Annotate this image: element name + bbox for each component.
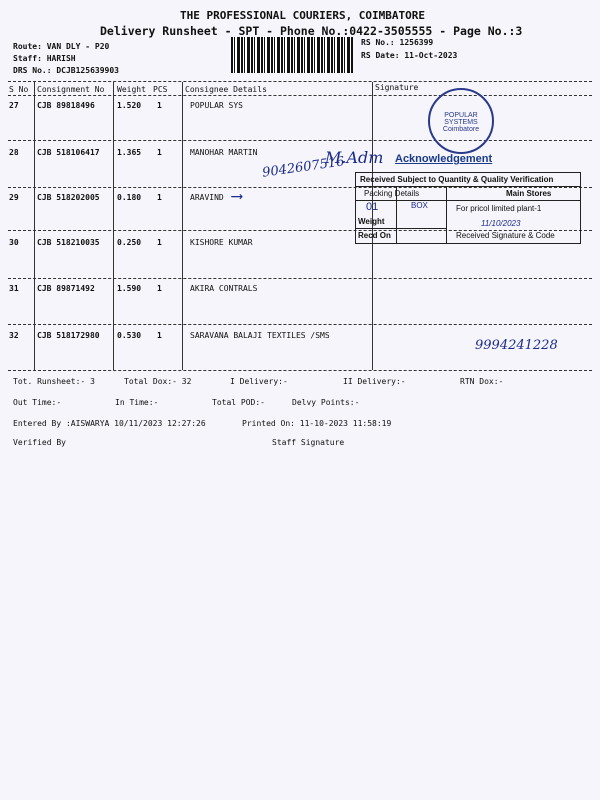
cell-sno: 31 xyxy=(9,284,19,293)
ii-delivery: II Delivery:- xyxy=(343,377,406,386)
cell-consignee: SARAVANA BALAJI TEXTILES /SMS xyxy=(190,331,330,340)
col-header: Consignment No xyxy=(37,85,105,94)
cell-weight: 1.365 xyxy=(117,148,142,157)
cell-cons: CJB 89871492 xyxy=(37,284,95,293)
total-dox: Total Dox:- 32 xyxy=(124,377,192,386)
delvy-points: Delvy Points:- xyxy=(292,398,360,407)
in-time: In Time:- xyxy=(115,398,159,407)
stamp-title: Acknowledgement xyxy=(395,153,493,165)
cell-pcs: 1 xyxy=(157,331,162,340)
cell-cons: CJB 518172980 xyxy=(37,331,100,340)
handwritten-name: M.Adm xyxy=(325,148,384,167)
out-time: Out Time:- xyxy=(13,398,62,407)
cell-consignee: POPULAR SYS xyxy=(190,101,243,110)
route: Route: VAN DLY - P20 xyxy=(13,42,110,51)
barcode xyxy=(231,37,353,73)
cell-pcs: 1 xyxy=(157,101,162,110)
cell-consignee: KISHORE KUMAR xyxy=(190,238,253,247)
runsheet-subtitle: Delivery Runsheet - SPT - Phone No.:0422… xyxy=(100,24,523,38)
cell-consignee: MANOHAR MARTIN xyxy=(190,148,258,157)
col-header: PCS xyxy=(153,85,168,94)
cell-pcs: 1 xyxy=(157,148,162,157)
cell-pcs: 1 xyxy=(157,193,162,202)
rtn-dox: RTN Dox:- xyxy=(460,377,504,386)
company-title: THE PROFESSIONAL COURIERS, COIMBATORE xyxy=(180,9,426,22)
tot-runsheet: Tot. Runsheet:- 3 xyxy=(13,377,95,386)
cell-sno: 32 xyxy=(9,331,19,340)
cell-cons: CJB 89818496 xyxy=(37,101,95,110)
i-delivery: I Delivery:- xyxy=(230,377,288,386)
printed-on: Printed On: 11-10-2023 11:58:19 xyxy=(242,419,392,428)
cell-weight: 1.590 xyxy=(117,284,142,293)
entered-by: Entered By :AISWARYA 10/11/2023 12:27:26 xyxy=(13,419,206,428)
cell-cons: CJB 518210035 xyxy=(37,238,100,247)
cell-consignee: ARAVIND xyxy=(190,193,224,202)
cell-pcs: 1 xyxy=(157,238,162,247)
cell-sno: 28 xyxy=(9,148,19,157)
cell-sno: 29 xyxy=(9,193,19,202)
cell-sno: 30 xyxy=(9,238,19,247)
cell-sno: 27 xyxy=(9,101,19,110)
cell-cons: CJB 518202005 xyxy=(37,193,100,202)
arrow-mark: ⟶ xyxy=(232,186,242,205)
company-seal: POPULAR SYSTEMS Coimbatore xyxy=(428,88,494,154)
col-header: S No xyxy=(9,85,29,94)
cell-weight: 1.520 xyxy=(117,101,142,110)
col-header: Consignee Details xyxy=(185,85,267,94)
cell-weight: 0.250 xyxy=(117,238,142,247)
cell-cons: CJB 518106417 xyxy=(37,148,100,157)
staff-signature: Staff Signature xyxy=(272,438,345,447)
col-header: Signature xyxy=(375,83,419,92)
rs-date: RS Date: 11-Oct-2023 xyxy=(361,51,458,60)
drs-no: DRS No.: DCJB125639903 xyxy=(13,66,119,75)
total-pod: Total POD:- xyxy=(212,398,265,407)
cell-weight: 0.530 xyxy=(117,331,142,340)
handwritten-phone: 9994241228 xyxy=(475,338,558,353)
cell-weight: 0.180 xyxy=(117,193,142,202)
col-header: Weight xyxy=(117,85,146,94)
acknowledgement-stamp: Received Subject to Quantity & Quality V… xyxy=(355,172,581,244)
cell-pcs: 1 xyxy=(157,284,162,293)
rs-no: RS No.: 1256399 xyxy=(361,38,434,47)
staff: Staff: HARISH xyxy=(13,54,76,63)
verified-by: Verified By xyxy=(13,438,66,447)
cell-consignee: AKIRA CONTRALS xyxy=(190,284,258,293)
